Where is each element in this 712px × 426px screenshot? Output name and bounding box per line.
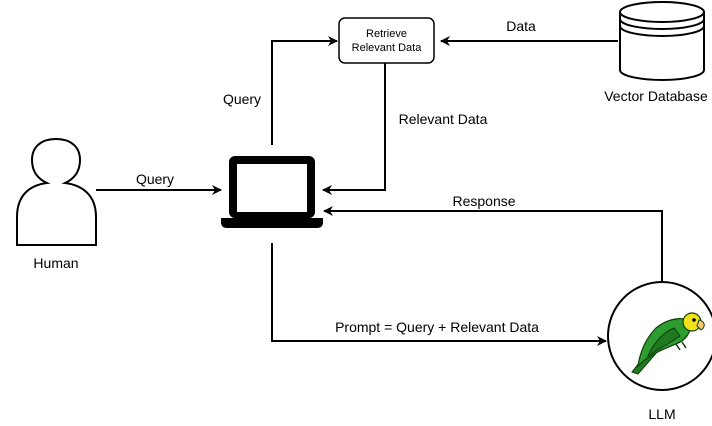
retrieve-label-line2: Relevant Data [352,42,423,54]
llm-label: LLM [648,406,675,422]
edge-relevant-data [322,63,386,195]
vector-database-label: Vector Database [604,88,708,104]
parrot-icon [631,312,705,375]
database-icon-ring2 [619,25,705,37]
edge-label-relevant-data: Relevant Data [399,111,488,127]
database-icon-ring1 [619,18,705,30]
edge-prompt [271,243,607,346]
database-icon [619,12,705,81]
edge-label-query-up: Query [223,91,261,107]
edge-query-to-retrieve [271,36,338,145]
edge-response [323,206,663,282]
vector-database-node: Vector Database [604,1,708,104]
retrieve-box [338,17,435,64]
human-node: Human [16,137,97,271]
edges [96,36,663,346]
person-icon [16,137,97,246]
edge-label-human-query: Query [136,171,174,187]
laptop-icon [221,156,323,228]
human-label: Human [33,255,78,271]
database-icon-top [619,1,705,23]
edge-label-data: Data [506,18,536,34]
edge-label-prompt: Prompt = Query + Relevant Data [335,319,539,335]
retrieve-node: Retrieve Relevant Data [338,17,435,64]
retrieve-label-line1: Retrieve [366,28,407,40]
llm-node: LLM [607,281,712,422]
edge-label-response: Response [452,193,515,209]
laptop-node [221,156,323,228]
